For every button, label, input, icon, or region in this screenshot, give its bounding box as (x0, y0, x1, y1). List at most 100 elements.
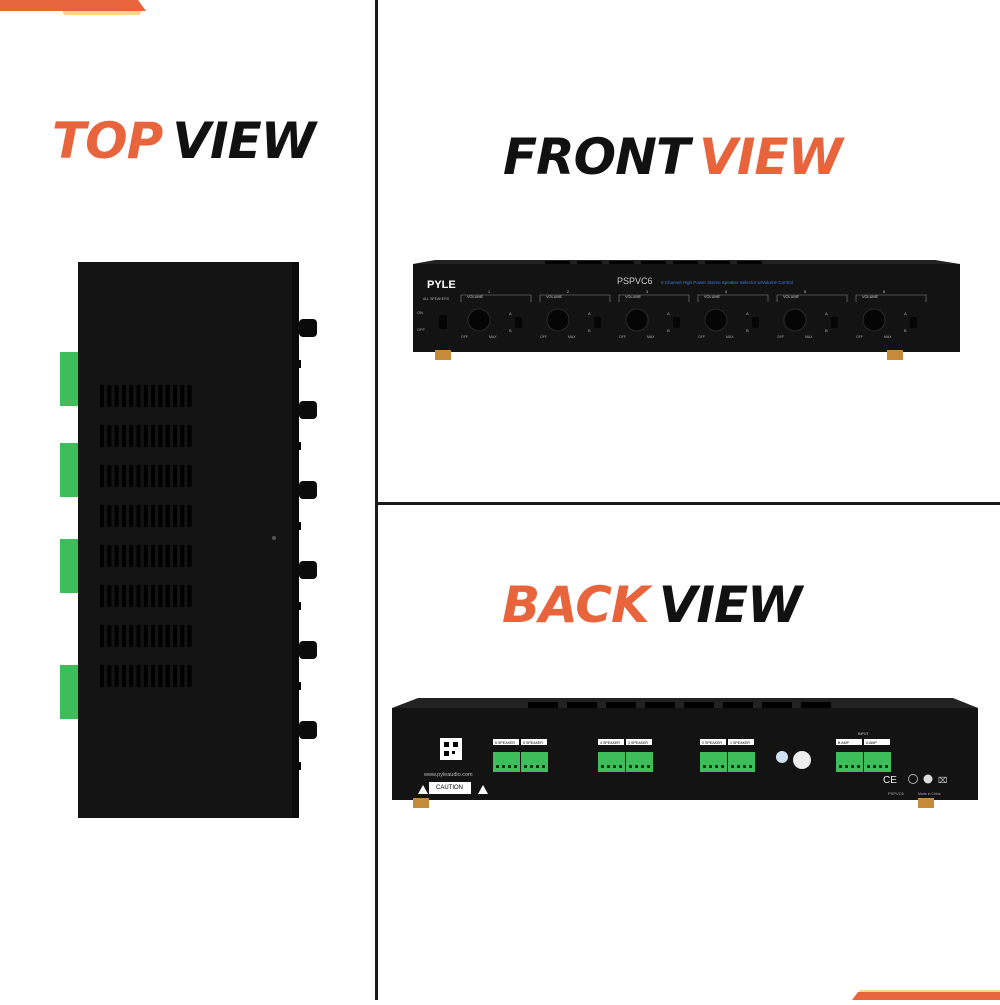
warning-icon (418, 785, 428, 794)
vent-slot (165, 665, 170, 687)
description-label: 6 Channel High Power Stereo Speaker Sele… (661, 280, 793, 285)
knob[interactable] (299, 561, 317, 579)
title-word-view: VIEW (658, 576, 803, 634)
on-label: ON (417, 310, 423, 315)
vent-slot (173, 425, 177, 447)
warning-icon (478, 785, 488, 794)
vent-slot (121, 625, 126, 647)
model-label: PSPVC6 (617, 276, 653, 286)
vent-slot (107, 665, 112, 687)
switch[interactable] (296, 682, 301, 690)
vent-slot (136, 425, 141, 447)
ab-switch[interactable] (910, 317, 917, 328)
vent-slot (180, 545, 185, 567)
vent-slot (100, 505, 104, 527)
vent-slot (165, 385, 170, 407)
b-label: B (509, 328, 512, 333)
terminal-block[interactable] (521, 752, 548, 772)
vent-slot (151, 385, 156, 407)
vent-slot (165, 465, 170, 487)
vent-slot (609, 261, 634, 264)
terminal-label: 5 SPEAKER (523, 741, 543, 745)
ab-switch[interactable] (673, 317, 680, 328)
vent-slot (136, 385, 141, 407)
ab-switch[interactable] (752, 317, 759, 328)
switch[interactable] (296, 360, 301, 368)
vent-slot (545, 261, 570, 264)
vent-slot (107, 425, 112, 447)
vent-slot (129, 425, 134, 447)
vent-slot (100, 465, 104, 487)
volume-knob[interactable] (625, 308, 649, 332)
vent-slot (173, 545, 177, 567)
vent-slot (100, 425, 104, 447)
knob[interactable] (299, 641, 317, 659)
terminal-block[interactable] (598, 752, 625, 772)
vent-slot (129, 625, 134, 647)
vent-slot (114, 585, 119, 607)
vent-slot (100, 385, 104, 407)
ab-switch[interactable] (515, 317, 522, 328)
switch[interactable] (296, 762, 301, 770)
vent-slot (165, 585, 170, 607)
b-label: B (746, 328, 749, 333)
ab-switch[interactable] (831, 317, 838, 328)
vent-slot (136, 545, 141, 567)
switch[interactable] (296, 522, 301, 530)
vent-slot (801, 702, 831, 708)
volume-knob[interactable] (862, 308, 886, 332)
title-word-top: TOP (52, 112, 163, 170)
all-speakers-switch[interactable] (439, 315, 447, 329)
terminal-block[interactable] (864, 752, 891, 772)
max-label: MAX (726, 335, 734, 339)
switch[interactable] (296, 602, 301, 610)
vent-slot (151, 665, 156, 687)
back-view-device-image: www.pyleaudio.com CAUTION CE ⌧ PSPVC6 Ma… (392, 698, 978, 808)
ab-switch[interactable] (594, 317, 601, 328)
vent-slot (107, 505, 112, 527)
title-word-back: BACK (502, 576, 650, 634)
vent-slot (129, 505, 134, 527)
terminal-block[interactable] (836, 752, 863, 772)
vent-slot (151, 625, 156, 647)
vent-slot (187, 425, 192, 447)
vent-slot (129, 465, 134, 487)
volume-knob[interactable] (467, 308, 491, 332)
volume-label: VOLUME (546, 295, 563, 299)
volume-knob[interactable] (704, 308, 728, 332)
vent-slot (143, 545, 148, 567)
terminal-block[interactable] (700, 752, 727, 772)
max-label: MAX (805, 335, 813, 339)
vent-slot (187, 465, 192, 487)
terminal-label: 3 SPEAKER (628, 741, 648, 745)
a-label: A (825, 311, 828, 316)
channel-number: 2 (567, 290, 569, 294)
title-word-front: FRONT (503, 128, 690, 186)
knob[interactable] (299, 721, 317, 739)
vent-slot (173, 505, 177, 527)
min-label: OFF (777, 335, 784, 339)
vent-slot (121, 545, 126, 567)
vent-slot (151, 545, 156, 567)
b-label: B (825, 328, 828, 333)
terminal-block[interactable] (626, 752, 653, 772)
knob[interactable] (299, 481, 317, 499)
volume-knob[interactable] (546, 308, 570, 332)
terminal-label: 1 SPEAKER (730, 741, 750, 745)
volume-knob[interactable] (783, 308, 807, 332)
knob[interactable] (299, 401, 317, 419)
horizontal-divider (376, 502, 1000, 505)
knob[interactable] (299, 319, 317, 337)
vent-slot (151, 465, 156, 487)
max-label: MAX (647, 335, 655, 339)
vent-slot (528, 702, 558, 708)
vent-slot (567, 702, 597, 708)
terminal-block[interactable] (493, 752, 520, 772)
switch[interactable] (296, 442, 301, 450)
vent-slot (723, 702, 753, 708)
vent-slot (187, 545, 192, 567)
terminal-block[interactable] (728, 752, 755, 772)
vent-slot (107, 625, 112, 647)
